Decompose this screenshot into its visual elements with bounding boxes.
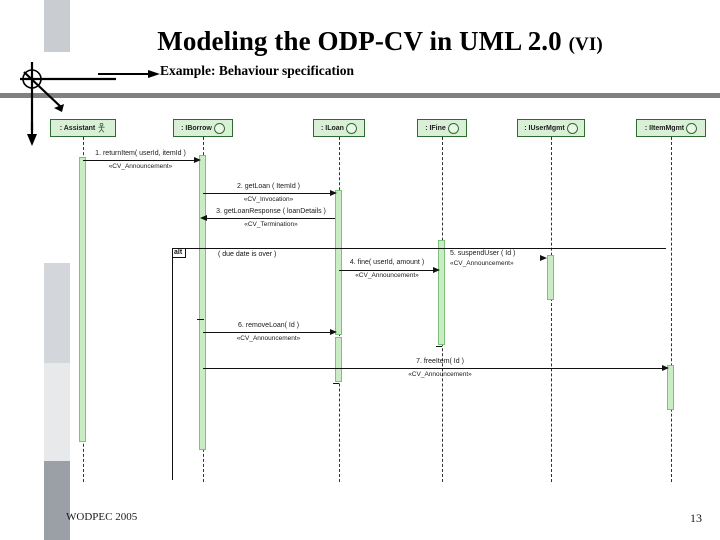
rail-segment-7 bbox=[44, 461, 70, 540]
rail-segment-3 bbox=[44, 182, 70, 208]
ifine-stop-mark bbox=[436, 346, 442, 347]
message-6-arrowhead-icon bbox=[330, 328, 337, 335]
message-1-label: 1. returnItem( userId, itemId ) bbox=[95, 150, 186, 157]
lifeline-label-iitemmgmt: : IItemMgmt bbox=[644, 124, 685, 132]
uml-sequence-diagram: : Assistant : IBorrow : ILoan : IFine : … bbox=[0, 105, 720, 495]
lifeline-head-ifine[interactable]: : IFine bbox=[417, 119, 467, 137]
message-6-stereotype: «CV_Announcement» bbox=[236, 335, 301, 342]
message-5-arrowhead-icon bbox=[540, 254, 547, 261]
alt-fragment-guard: ( due date is over ) bbox=[218, 251, 277, 258]
message-3-arrowhead-icon bbox=[200, 214, 207, 221]
activation-iusermgmt bbox=[547, 255, 554, 300]
message-6-line bbox=[203, 332, 334, 333]
decoration-down-arrowhead-icon bbox=[27, 134, 37, 146]
lifeline-head-iborrow[interactable]: : IBorrow bbox=[173, 119, 233, 137]
interface-icon bbox=[566, 122, 578, 134]
lifeline-head-iusermgmt[interactable]: : IUserMgmt bbox=[517, 119, 585, 137]
page-title-roman: (VI) bbox=[568, 34, 603, 55]
interface-icon bbox=[447, 122, 459, 134]
lifeline-head-assistant[interactable]: : Assistant bbox=[50, 119, 116, 137]
page-number: 13 bbox=[690, 511, 702, 525]
activation-assistant bbox=[79, 157, 86, 442]
interface-icon bbox=[686, 122, 698, 134]
activation-iloan-2 bbox=[335, 337, 342, 382]
lifeline-head-iitemmgmt[interactable]: : IItemMgmt bbox=[636, 119, 706, 137]
rail-segment-6 bbox=[44, 363, 70, 461]
rail-segment-5 bbox=[44, 263, 70, 363]
message-3-label: 3. getLoanResponse ( loanDetails ) bbox=[216, 208, 326, 215]
lifeline-label-iborrow: : IBorrow bbox=[181, 124, 212, 132]
message-3-stereotype: «CV_Termination» bbox=[244, 221, 298, 228]
message-7-line bbox=[203, 368, 666, 369]
message-7-label: 7. freeItem( Id ) bbox=[416, 358, 464, 365]
lifeline-label-assistant: : Assistant bbox=[59, 124, 96, 132]
message-2-line bbox=[203, 193, 334, 194]
message-1-stereotype: «CV_Announcement» bbox=[108, 163, 173, 170]
header-divider bbox=[0, 93, 720, 98]
message-1-line bbox=[83, 160, 198, 161]
iloan-stop-mark bbox=[333, 383, 339, 384]
message-1-arrowhead-icon bbox=[194, 156, 201, 163]
decoration-diagonal-line bbox=[23, 71, 63, 109]
message-7-stereotype: «CV_Announcement» bbox=[408, 371, 472, 378]
alt-fragment-operator: alt bbox=[173, 249, 187, 258]
message-2-stereotype: «CV_Invocation» bbox=[243, 196, 294, 203]
message-5-label: 5. suspendUser ( Id ) bbox=[450, 250, 516, 257]
message-4-stereotype: «CV_Announcement» bbox=[355, 272, 419, 279]
lifeline-head-iloan[interactable]: : ILoan bbox=[313, 119, 365, 137]
message-2-label: 2. getLoan ( ItemId ) bbox=[236, 183, 301, 190]
page-title-main: Modeling the ODP-CV in UML 2.0 bbox=[157, 26, 569, 56]
activation-iitemmgmt bbox=[667, 365, 674, 410]
message-7-arrowhead-icon bbox=[662, 364, 669, 371]
rail-segment-1 bbox=[44, 0, 70, 52]
iborrow-tick-mark bbox=[197, 319, 204, 320]
lifeline-label-iusermgmt: : IUserMgmt bbox=[524, 124, 565, 132]
footer-conference: WODPEC 2005 bbox=[66, 511, 138, 523]
pointer-decoration bbox=[20, 62, 116, 146]
interface-icon bbox=[345, 122, 357, 134]
page-subtitle: Example: Behaviour specification bbox=[160, 63, 354, 78]
lifeline-label-ifine: : IFine bbox=[425, 124, 446, 132]
lifeline-iusermgmt bbox=[551, 137, 552, 482]
alt-fragment-left-border bbox=[172, 248, 173, 480]
rail-segment-2 bbox=[44, 52, 70, 182]
lifeline-iitemmgmt bbox=[671, 137, 672, 482]
interface-icon bbox=[213, 122, 225, 134]
subtitle-arrow-icon bbox=[98, 70, 160, 78]
message-5-stereotype: «CV_Announcement» bbox=[450, 260, 514, 267]
message-4-label: 4. fine( userId, amount ) bbox=[349, 259, 425, 266]
activation-iloan-1 bbox=[335, 190, 342, 335]
message-6-label: 6. removeLoan( Id ) bbox=[237, 322, 300, 329]
activation-iborrow bbox=[199, 155, 206, 450]
page-title: Modeling the ODP-CV in UML 2.0 (VI) bbox=[60, 26, 700, 57]
message-3-line bbox=[207, 218, 335, 219]
decoration-diagonal-arrowhead-icon bbox=[54, 104, 64, 112]
actor-icon bbox=[98, 123, 105, 133]
rail-segment-4 bbox=[44, 208, 70, 263]
left-decorative-rail bbox=[44, 0, 70, 540]
activation-ifine bbox=[438, 240, 445, 345]
message-4-line bbox=[339, 270, 437, 271]
lifeline-label-iloan: : ILoan bbox=[321, 124, 344, 132]
message-2-arrowhead-icon bbox=[330, 189, 337, 196]
message-4-arrowhead-icon bbox=[433, 266, 440, 273]
alt-fragment-top-border bbox=[172, 248, 666, 249]
